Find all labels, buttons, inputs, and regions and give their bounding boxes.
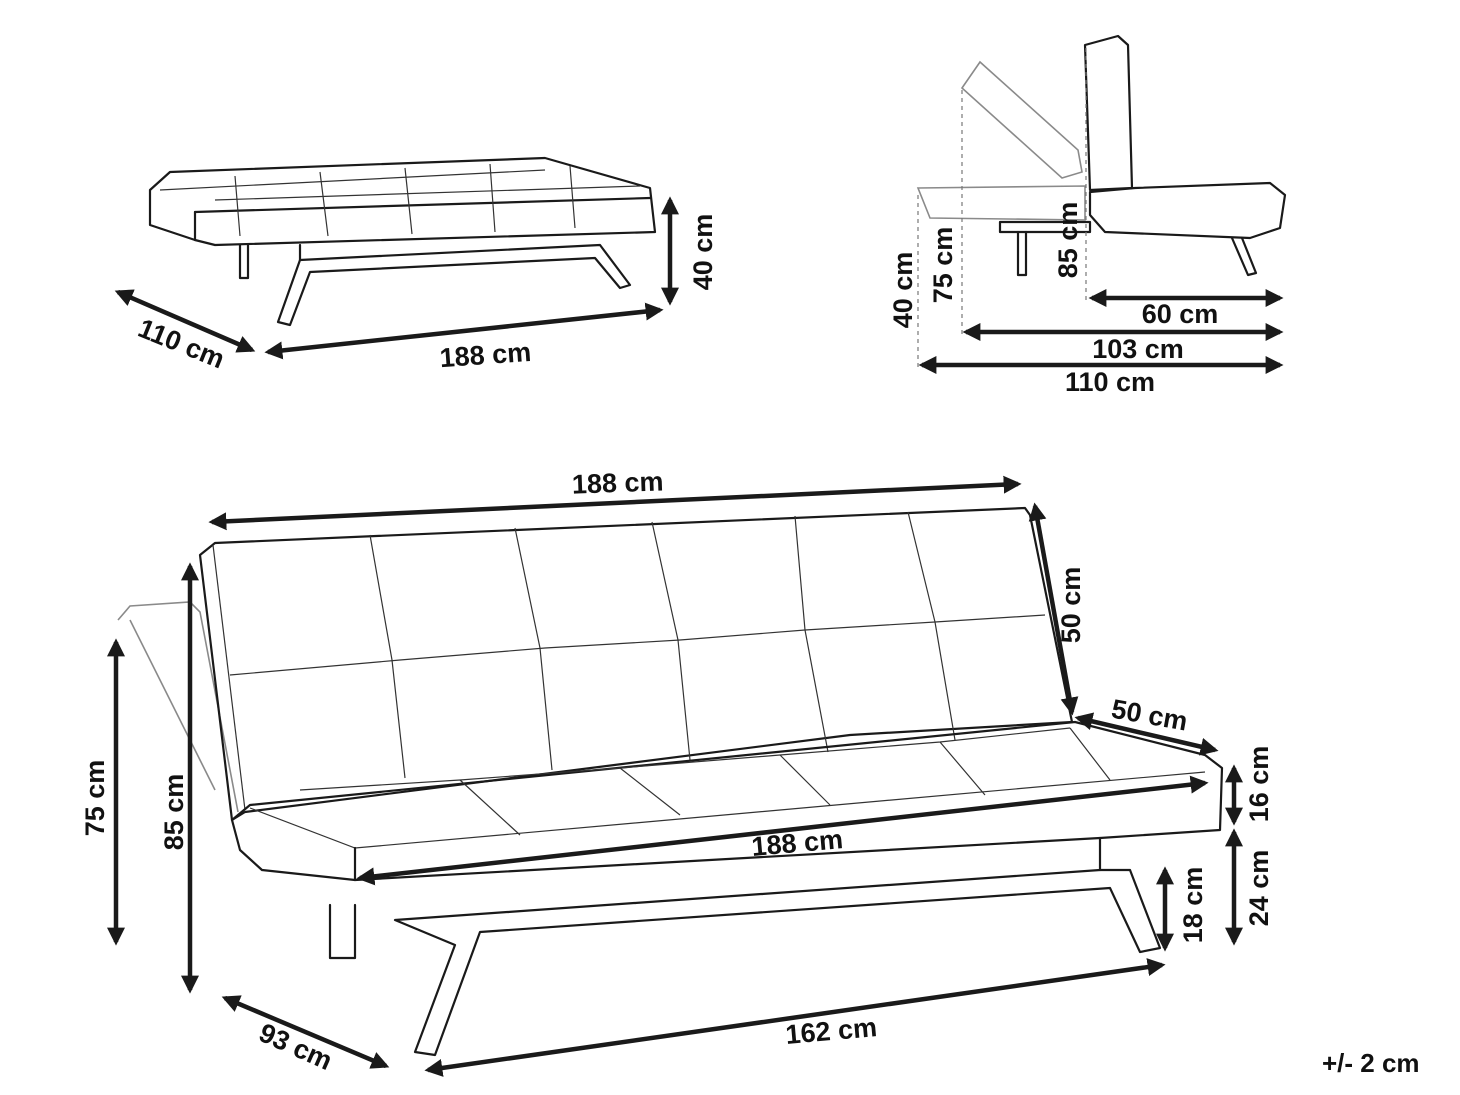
bed-depth-label: 110 cm <box>134 313 229 375</box>
sofa-leg-height-label: 18 cm <box>1178 867 1208 944</box>
side-bed-height-label: 40 cm <box>888 252 918 329</box>
sofa-top-width-label: 188 cm <box>571 466 664 499</box>
sofa-back-height-label: 50 cm <box>1056 567 1086 644</box>
bed-height-label: 40 cm <box>688 214 718 291</box>
sofa-cushion-height-label: 16 cm <box>1244 746 1274 823</box>
side-bed-depth-label: 110 cm <box>1065 367 1155 397</box>
sofa-seat-height-label: 24 cm <box>1244 850 1274 927</box>
sofa-height-label: 85 cm <box>159 774 189 851</box>
side-recline-depth-label: 103 cm <box>1092 334 1184 364</box>
sofa-seat-width-label: 188 cm <box>750 824 844 862</box>
sofa-dimension-arrows <box>107 475 1243 1077</box>
side-upright-height-label: 85 cm <box>1053 202 1083 279</box>
bed-dimension-arrows <box>114 196 679 360</box>
sofa-recline-height-label: 75 cm <box>80 760 110 837</box>
side-recline-height-label: 75 cm <box>928 227 958 304</box>
bed-mode-view <box>148 156 657 327</box>
side-dimension-arrows <box>918 289 1284 374</box>
tolerance-note: +/- 2 cm <box>1322 1048 1420 1078</box>
side-profile-view <box>916 34 1287 368</box>
bed-width-label: 188 cm <box>439 337 532 373</box>
side-seat-depth-label: 60 cm <box>1142 299 1219 329</box>
